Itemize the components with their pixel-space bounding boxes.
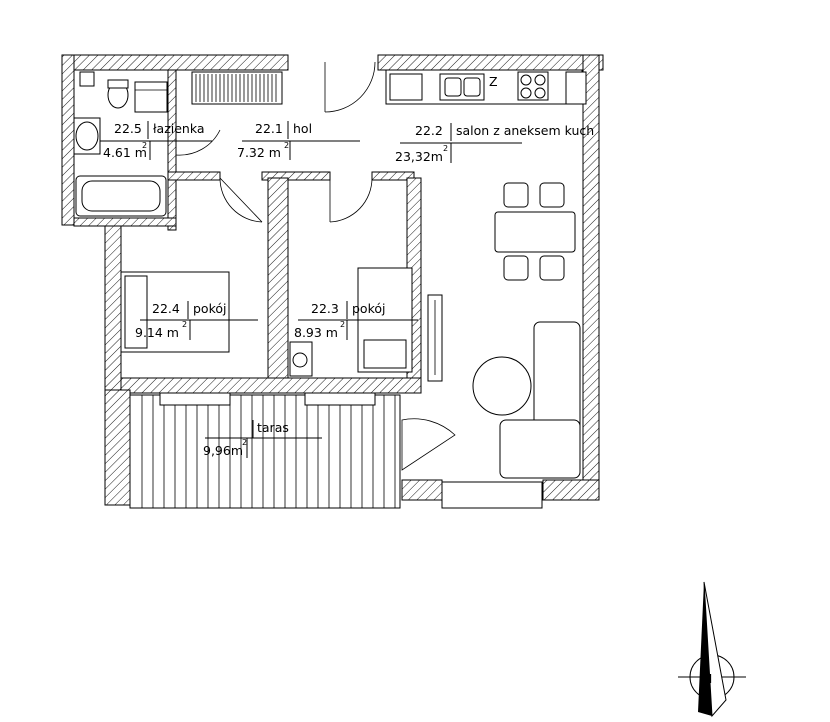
room-area: 9.14 m	[135, 325, 179, 340]
room-area-sup: 2	[182, 320, 187, 329]
room-name: hol	[293, 121, 312, 136]
compass-letter: N	[703, 671, 712, 686]
room-label-22-2: 22.2 salon z aneksem kuch 23,32m 2	[395, 123, 594, 164]
bed-room-22-4	[120, 271, 230, 353]
room-number: 22.5	[114, 121, 142, 136]
room-area: 9,96m	[203, 443, 243, 458]
dining-table	[494, 182, 576, 281]
room-name: pokój	[352, 301, 386, 316]
room-area: 8.93 m	[294, 325, 338, 340]
hall-wardrobe	[191, 71, 283, 105]
room-number: 22.3	[311, 301, 339, 316]
terrace-deck	[129, 392, 543, 509]
room-name: taras	[257, 420, 289, 435]
room-area-sup: 2	[443, 144, 448, 153]
room-area-sup: 2	[242, 438, 247, 447]
room-name: salon z aneksem kuch	[456, 123, 594, 138]
room-area-sup: 2	[142, 141, 147, 150]
room-number: 22.1	[255, 121, 283, 136]
bathroom-fixtures	[73, 71, 168, 217]
bed-room-22-3	[289, 267, 413, 377]
living-furniture	[427, 294, 581, 479]
door-swings	[175, 61, 456, 471]
room-name: pokój	[193, 301, 227, 316]
kitchen-marker: Z	[489, 74, 498, 89]
room-number: 22.2	[415, 123, 443, 138]
room-label-22-1: 22.1 hol 7.32 m 2	[237, 121, 360, 160]
room-area-sup: 2	[340, 320, 345, 329]
room-label-22-5: 22.5 łazienka 4.61 m 2	[100, 121, 212, 160]
room-label-22-3: 22.3 pokój 8.93 m 2	[294, 301, 418, 340]
room-area-sup: 2	[284, 141, 289, 150]
room-name: łazienka	[153, 121, 205, 136]
room-area: 23,32m	[395, 149, 443, 164]
kitchen-counter	[385, 69, 587, 105]
room-number: 22.4	[152, 301, 180, 316]
room-area: 7.32 m	[237, 145, 281, 160]
room-label-22-4: 22.4 pokój 9.14 m 2	[135, 301, 258, 340]
north-arrow-icon: N	[678, 581, 746, 718]
room-area: 4.61 m	[103, 145, 147, 160]
room-label-taras: taras 9,96m 2	[203, 420, 322, 458]
walls	[61, 54, 604, 506]
